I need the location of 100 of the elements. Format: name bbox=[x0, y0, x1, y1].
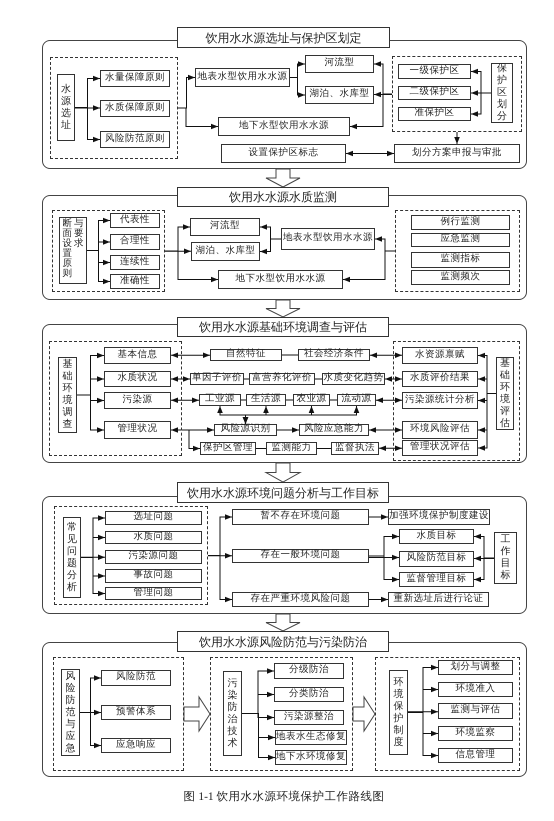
arrow bbox=[80, 712, 102, 748]
arrow bbox=[408, 712, 438, 758]
process-box: 地下水型饮用水水源 bbox=[218, 117, 350, 136]
process-box: 划分与调整 bbox=[438, 660, 513, 675]
section-title-box: 饮用水水源基础环境调查与评估 bbox=[177, 317, 389, 337]
process-box: 管理状况评估 bbox=[402, 440, 478, 456]
arrow bbox=[470, 92, 492, 117]
process-box: 保护区划分 bbox=[491, 63, 513, 123]
connector-line bbox=[282, 354, 298, 356]
process-box: 环境保护制度 bbox=[389, 670, 408, 755]
process-box: 断面设置原则与要求 bbox=[59, 217, 87, 284]
process-box: 监督管理目标 bbox=[399, 572, 474, 587]
arrow bbox=[170, 352, 210, 358]
arrow bbox=[368, 556, 400, 582]
process-box: 污染防治技术 bbox=[223, 671, 242, 756]
arrow bbox=[164, 248, 192, 254]
dashed-group-box bbox=[375, 657, 520, 771]
process-box: 分类防治 bbox=[274, 687, 344, 702]
process-box: 风险源识别 bbox=[214, 424, 277, 436]
block-arrow bbox=[264, 462, 302, 483]
process-box: 地表水生态修复 bbox=[275, 730, 347, 745]
process-box: 湖泊、水库型 bbox=[305, 86, 374, 104]
arrow bbox=[350, 94, 392, 130]
process-box: 河流型 bbox=[305, 55, 374, 73]
block-arrow bbox=[266, 168, 300, 188]
process-box: 地下水型饮用水水源 bbox=[218, 270, 343, 289]
process-box: 应急监测 bbox=[411, 233, 510, 247]
arrow bbox=[74, 105, 100, 111]
arrow bbox=[242, 406, 360, 424]
section-title-box: 饮用水水源环境问题分析与工作目标 bbox=[177, 482, 389, 503]
process-box: 加强环境保护制度建设 bbox=[388, 509, 490, 525]
arrow bbox=[170, 397, 200, 404]
arrow bbox=[170, 430, 200, 452]
section-title-box: 饮用水水源水质监测 bbox=[177, 187, 389, 207]
process-box: 划分方案申报与审批 bbox=[394, 144, 520, 163]
process-box: 水质目标 bbox=[399, 529, 474, 544]
process-box: 重新选址后进行论证 bbox=[388, 592, 489, 607]
process-box: 二级保护区 bbox=[398, 86, 471, 100]
process-box: 监测能力 bbox=[266, 442, 317, 455]
arrow bbox=[384, 376, 402, 382]
process-box: 设置保护区标志 bbox=[221, 144, 346, 163]
dashed-group-box bbox=[392, 56, 522, 132]
arrow bbox=[86, 250, 110, 284]
arrow bbox=[478, 393, 496, 451]
dashed-group-box bbox=[52, 210, 165, 292]
process-box: 生活源 bbox=[246, 394, 286, 406]
process-box: 存在一般环境问题 bbox=[232, 549, 369, 563]
arrow bbox=[368, 596, 388, 602]
process-box: 管理问题 bbox=[105, 587, 202, 600]
process-box: 基础环境评估 bbox=[496, 357, 514, 430]
process-box: 例行监测 bbox=[411, 215, 510, 230]
process-box: 污染源 bbox=[104, 392, 171, 409]
connector-line bbox=[316, 448, 332, 449]
dashed-group-box bbox=[393, 341, 520, 461]
process-box: 工业源 bbox=[199, 394, 241, 406]
arrow bbox=[208, 552, 232, 559]
arrow bbox=[170, 427, 214, 433]
block-arrow bbox=[352, 695, 376, 733]
arrow bbox=[164, 250, 218, 282]
arrow bbox=[170, 376, 190, 382]
process-box: 农业源 bbox=[293, 394, 330, 406]
process-box: 连续性 bbox=[110, 255, 160, 270]
arrow bbox=[290, 77, 306, 98]
process-box: 社会经济条件 bbox=[298, 349, 370, 361]
process-box: 河流型 bbox=[190, 218, 260, 236]
process-box: 监测指标 bbox=[411, 252, 510, 268]
process-box: 管理状况 bbox=[104, 421, 171, 439]
process-box: 合理性 bbox=[110, 234, 160, 250]
arrow bbox=[80, 557, 106, 596]
process-box: 工作目标 bbox=[494, 532, 517, 584]
arrow bbox=[376, 397, 402, 404]
arrow bbox=[208, 555, 232, 602]
process-box: 暂不存在环境问题 bbox=[232, 509, 369, 525]
process-box: 水质变化趋势 bbox=[322, 373, 385, 385]
process-box: 污染源统计分析 bbox=[402, 392, 478, 409]
process-box: 流动源 bbox=[337, 394, 376, 406]
block-arrow bbox=[266, 300, 300, 318]
section-title-box: 饮用水水源风险防范与污染防治 bbox=[177, 631, 389, 652]
process-box: 应急响应 bbox=[101, 738, 171, 753]
process-box: 监督执法 bbox=[331, 442, 379, 455]
process-box: 信息管理 bbox=[438, 748, 513, 763]
process-box: 准确性 bbox=[110, 274, 160, 289]
arrow bbox=[242, 713, 276, 760]
process-box: 监测频次 bbox=[411, 270, 510, 285]
process-box: 水量保障原则 bbox=[100, 70, 170, 87]
arrow bbox=[178, 108, 218, 130]
arrow bbox=[474, 556, 494, 562]
arrow bbox=[378, 445, 402, 452]
block-arrow bbox=[184, 695, 211, 733]
connector-line bbox=[256, 448, 266, 449]
connector-line bbox=[314, 378, 322, 380]
process-box: 环境准入 bbox=[438, 682, 513, 697]
block-arrow bbox=[266, 614, 300, 632]
process-box: 水质状况 bbox=[104, 371, 171, 387]
dashed-group-box bbox=[53, 657, 184, 771]
process-box: 风险防范与应急 bbox=[61, 669, 80, 756]
process-box: 分级防治 bbox=[274, 663, 344, 679]
process-box: 常见问题分析 bbox=[63, 517, 81, 598]
process-box: 预警体系 bbox=[101, 705, 171, 720]
arrow bbox=[374, 92, 392, 98]
